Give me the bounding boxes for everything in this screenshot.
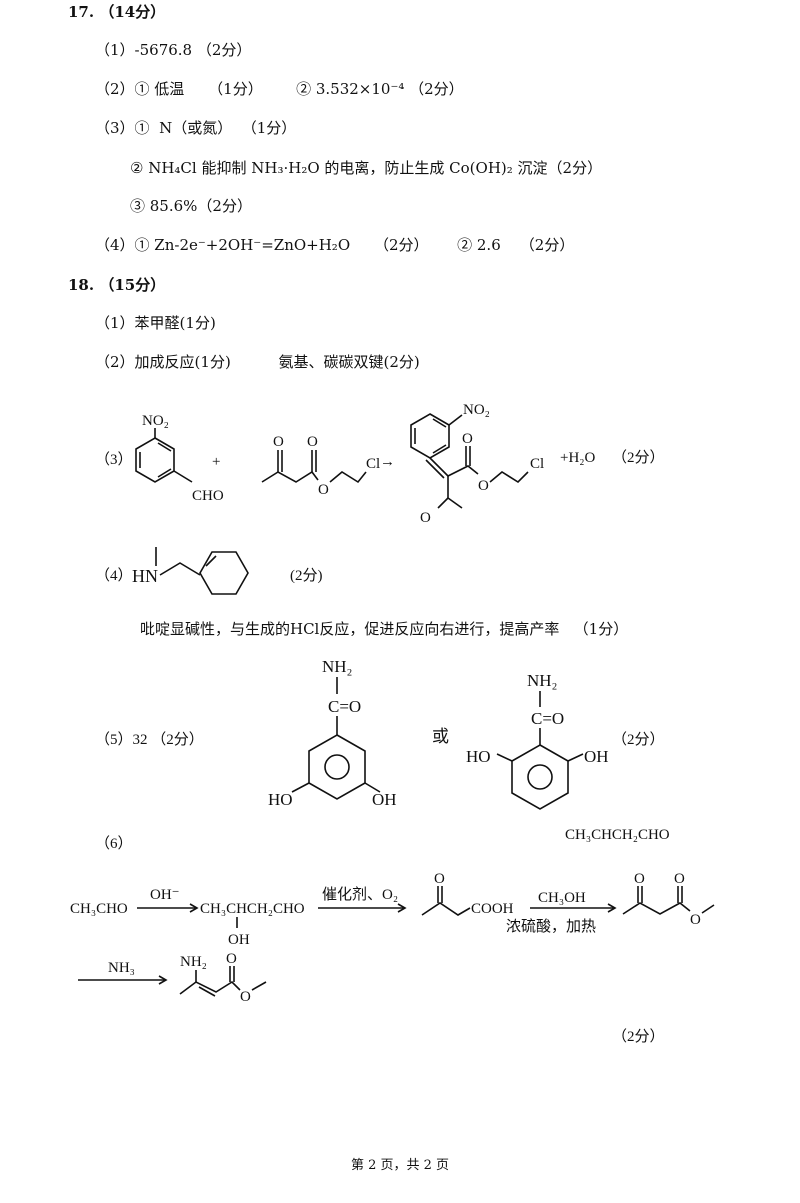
water-label: +H₂O [560,450,596,466]
product-structure: NO₂ O O Cl O [410,402,544,526]
hydroxyl-label: OH [584,747,609,766]
q18-part4-note: 吡啶显碱性，与生成的HCl反应，促进反应向右进行，提高产率 （1分） [140,620,629,638]
nitro-label: NO₂ [142,413,169,429]
oxygen-label: O [318,482,329,498]
chlorine-label: Cl [530,456,544,472]
reagent-methanol: CH₃OH [538,890,586,906]
q17-part1: （1）-5676.8 （2分） [95,41,252,59]
reagent-hydroxide: OH⁻ [150,887,180,903]
oxygen-label: O [634,871,645,887]
oxygen-label: O [240,989,251,1005]
q18-header: 18. （15分） [68,276,166,294]
q18-part6-synthesis: （6） CH₃CHCH₂CHO CH₃CHO OH⁻ CH₃CHCH₂CHO O… [70,827,715,1045]
reagent-conditions: 浓硫酸，加热 [506,918,596,935]
q18-part6-label: （6） [95,835,133,852]
q18-part3-score: （2分） [612,449,665,466]
oxygen-label: O [420,510,431,526]
chloroethyl-acetoacetate-structure: O O O Cl [261,434,380,498]
acetaldehyde-label: CH₃CHO [70,901,128,917]
aldol-product-label: CH₃CHCH₂CHO [200,901,305,917]
side-formula: CH₃CHCH₂CHO [565,827,670,843]
oxygen-label: O [478,478,489,494]
nitro-label: NO₂ [463,402,490,418]
q18-part3-reaction: （3） NO₂ CHO + O O O Cl → NO₂ [95,402,665,526]
carboxyl-label: COOH [471,901,514,917]
amine-label: HN [132,566,158,586]
hydroxyl-label: OH [372,790,397,809]
oxygen-label: O [434,871,445,887]
q18-part2: （2）加成反应(1分) 氨基、碳碳双键(2分) [95,353,420,371]
q18-part4-label: （4） [95,567,133,584]
oxygen-label: O [690,912,701,928]
hydroxyl-label: HO [466,747,491,766]
isomer-structure-1: NH₂ C=O HO OH [268,657,397,809]
reaction-arrow: → [380,454,395,470]
q18-part6-score: （2分） [612,1028,665,1045]
oxygen-label: O [674,871,685,887]
oxygen-label: O [273,434,284,450]
page-footer: 第 2 页，共 2 页 [350,1158,450,1173]
chlorine-label: Cl [366,456,380,472]
q17-part3: （3）① N（或氮） （1分） [95,119,297,137]
q17-part2: （2）① 低温 （1分） ② 3.532×10⁻⁴ （2分） [95,80,464,98]
isomer-structure-2: NH₂ C=O HO OH [466,671,609,810]
aldehyde-label: CHO [192,488,224,504]
q17-part4: （4）① Zn-2e⁻+2OH⁻=ZnO+H₂O （2分） ② 2.6 （2分） [95,236,575,254]
q18-part1: （1）苯甲醛(1分) [95,314,216,332]
q17-part3-2: ② NH₄Cl 能抑制 NH₃·H₂O 的电离，防止生成 Co(OH)₂ 沉淀（… [130,159,603,177]
q18-part5: （5）32 （2分） NH₂ C=O HO OH 或 NH₂ C=O HO OH… [95,657,665,810]
methyl-acetoacetate-structure: O O O [622,871,715,928]
q18-part4: （4） HN (2分) [95,547,323,595]
enamine-product-structure: NH₂ O O [179,951,267,1005]
oxygen-label: O [226,951,237,967]
or-label: 或 [432,727,449,746]
carbonyl-label: C=O [328,697,361,716]
oxygen-label: O [462,431,473,447]
nitrobenzaldehyde-structure: NO₂ CHO [135,413,224,504]
q18-part4-score: (2分) [290,567,323,584]
hydroxyl-label: HO [268,790,293,809]
hydroxyl-label: OH [228,932,250,948]
carbonyl-label: C=O [531,709,564,728]
q18-part5-score: （2分） [612,731,665,748]
q18-part3-label: （3） [95,451,133,468]
amine-label: NH₂ [180,954,207,970]
reagent-catalyst-oxygen: 催化剂、O₂ [322,886,398,903]
q17-part3-3: ③ 85.6%（2分） [130,197,252,215]
q17-header: 17. （14分） [68,3,166,21]
plus-sign: + [212,454,220,470]
q18-part5-label: （5）32 （2分） [95,731,204,748]
oxygen-label: O [307,434,318,450]
reagent-ammonia: NH₃ [108,960,135,976]
amine-label: NH₂ [527,671,557,690]
amine-label: NH₂ [322,657,352,676]
